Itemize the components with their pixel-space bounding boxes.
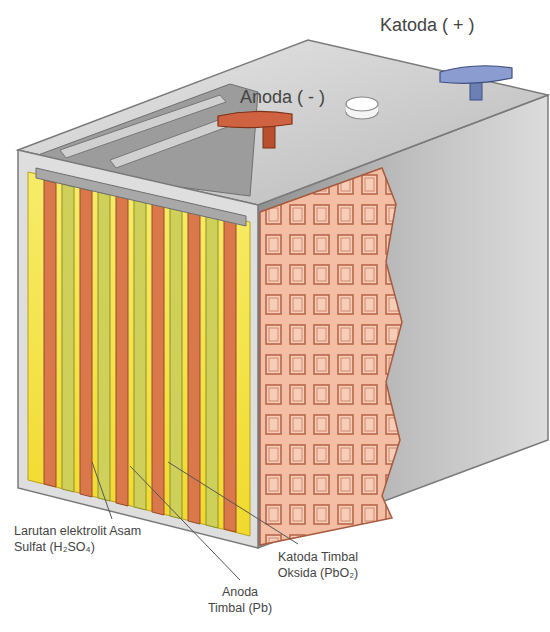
case-front xyxy=(18,150,258,548)
positive-terminal xyxy=(440,66,512,100)
terminal-label: Katoda ( + ) xyxy=(380,14,475,37)
part-label: Larutan elektrolit Asam Sulfat (H₂SO₄) xyxy=(14,524,146,555)
negative-terminal xyxy=(218,111,292,148)
part-label: Anoda Timbal (Pb) xyxy=(204,585,276,616)
leader-lines xyxy=(92,462,298,580)
cell-cover xyxy=(36,168,246,226)
grid-plate xyxy=(260,168,402,545)
electrolyte xyxy=(28,172,250,536)
terminal-label: Anoda ( - ) xyxy=(240,86,325,109)
plates xyxy=(44,180,236,532)
part-label: Katoda Timbal Oksida (PbO₂) xyxy=(262,550,374,581)
